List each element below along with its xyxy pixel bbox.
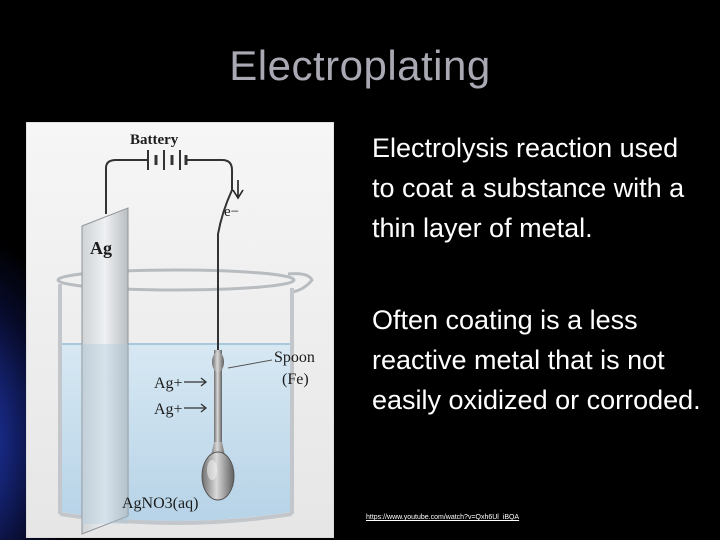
spoon-label-line1: Spoon	[274, 349, 315, 366]
electroplating-diagram: Battery e− Ag Spoon (Fe) Ag+ Ag+ AgNO3(a…	[26, 122, 334, 538]
beaker-spout	[287, 272, 314, 294]
bullet-1: Electrolysis reaction used to coat a sub…	[372, 133, 685, 243]
battery-label: Battery	[130, 132, 179, 148]
spoon-label-pointer	[227, 359, 273, 369]
anode-label: Ag	[90, 238, 112, 258]
solution-label: AgNO3(aq)	[122, 495, 198, 512]
electron-label: e−	[224, 204, 239, 220]
battery-symbol	[147, 150, 188, 170]
bullet-2: Often coating is a less reactive metal t…	[372, 305, 701, 415]
ion-arrow-1-icon	[184, 377, 208, 387]
ion-label-1: Ag+	[154, 375, 183, 392]
electron-arrow-icon	[232, 180, 244, 200]
wire-left	[105, 159, 148, 214]
video-link[interactable]: https://www.youtube.com/watch?v=Qxh6Ul_i…	[366, 514, 520, 521]
anode-submerged-tint	[82, 344, 128, 524]
spoon-cathode	[201, 350, 235, 501]
ion-arrow-2-icon	[184, 403, 208, 413]
bullet-list: Electrolysis reaction used to coat a sub…	[372, 128, 702, 420]
wire-right	[186, 159, 233, 354]
slide-title: Electroplating	[229, 42, 491, 89]
spoon-label-line2: (Fe)	[282, 371, 309, 388]
silver-anode	[81, 207, 129, 535]
beaker-rim	[56, 268, 296, 292]
ion-label-2: Ag+	[154, 401, 183, 418]
